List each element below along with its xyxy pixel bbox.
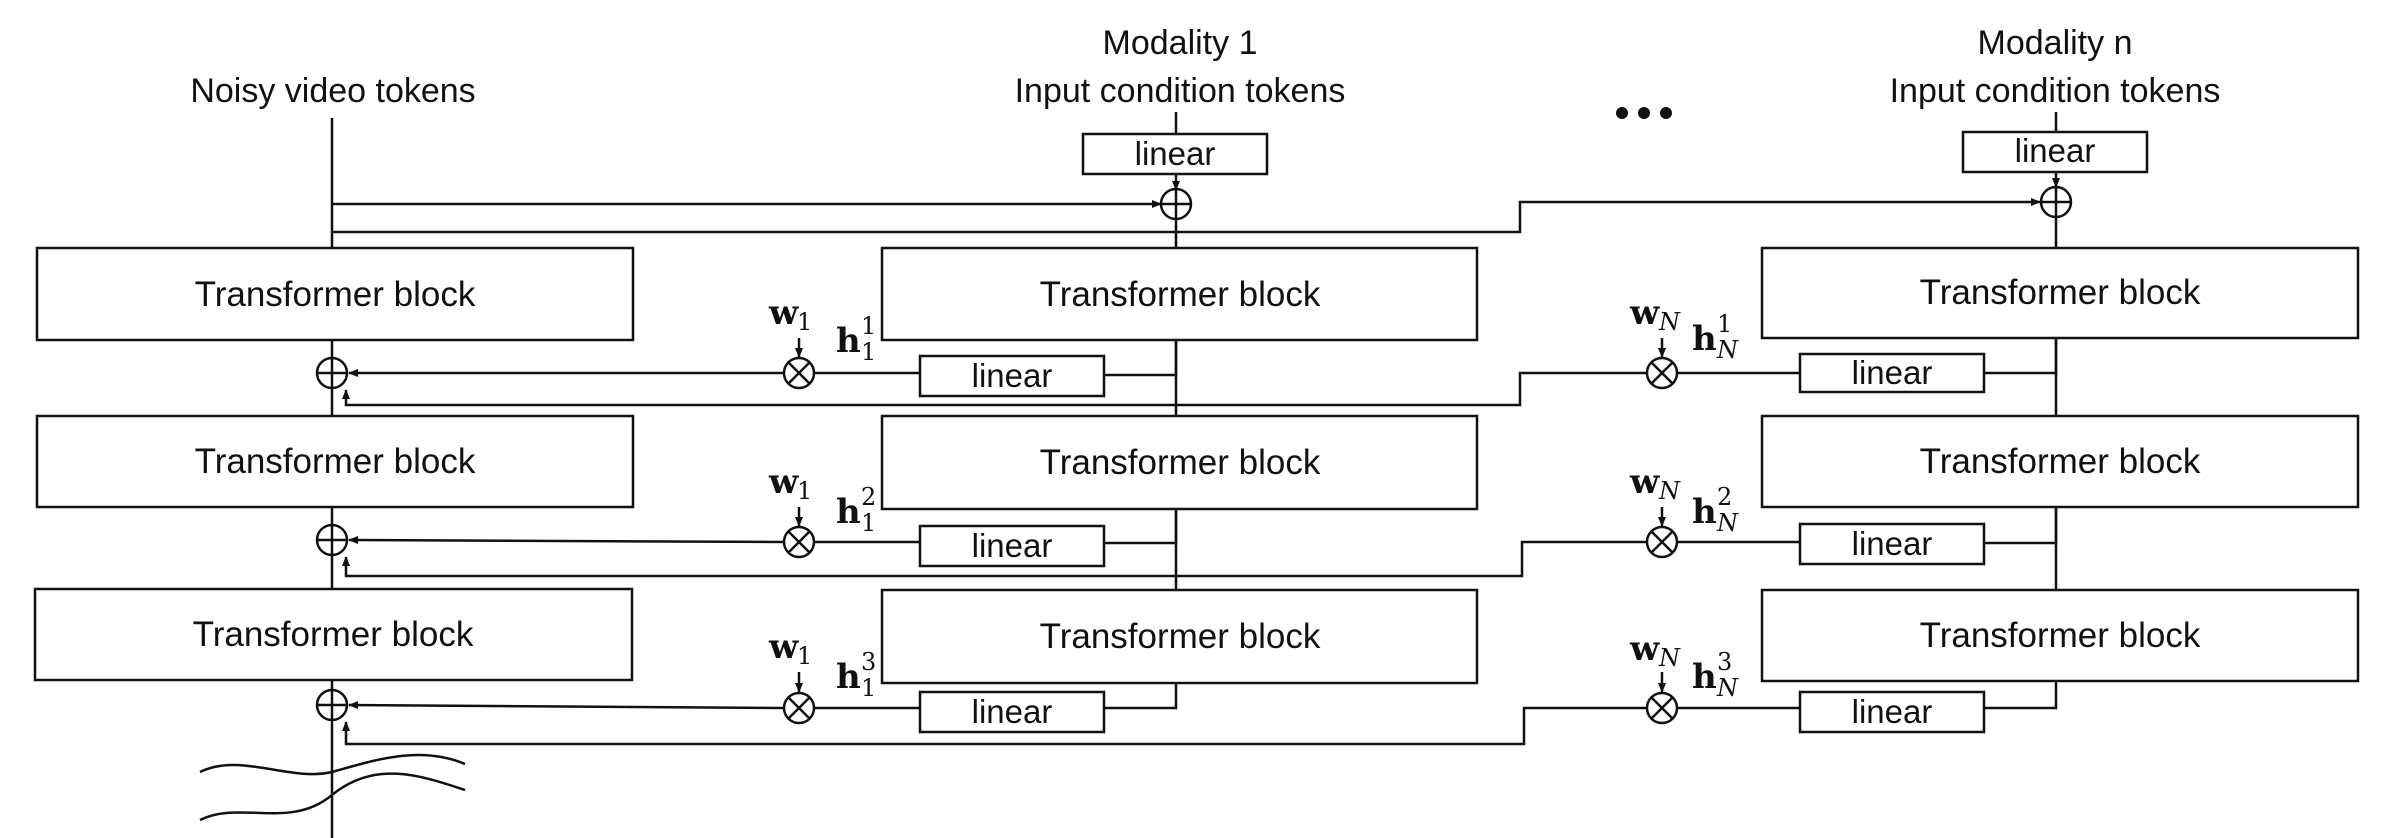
- svg-text:1: 1: [797, 308, 812, 336]
- svg-text:3: 3: [861, 648, 876, 676]
- svg-text:h: h: [836, 321, 861, 361]
- linear-label: linear: [1852, 354, 1933, 391]
- linear-label: linear: [972, 527, 1053, 564]
- linear-label: linear: [1852, 525, 1933, 562]
- transformer-block-label: Transformer block: [1040, 617, 1321, 656]
- modality-1-linear-level-1: linear: [918, 354, 1106, 398]
- modality-1-linear-level-2: linear: [918, 524, 1106, 568]
- svg-text:1: 1: [797, 642, 812, 670]
- svg-text:N: N: [1658, 644, 1681, 672]
- video-transformer-block-1: Transformer block: [35, 246, 635, 342]
- w-1-label-level-2: w 1: [768, 462, 812, 505]
- svg-text:2: 2: [861, 483, 876, 511]
- w-n-label-level-1: w N: [1629, 293, 1681, 336]
- w-1-label-level-3: w 1: [768, 627, 812, 670]
- modality-n-transformer-block-3: Transformer block: [1760, 588, 2360, 683]
- modality-1-transformer-block-2: Transformer block: [880, 414, 1479, 511]
- h-1-1-label: h 1 1: [836, 312, 876, 366]
- linear-label: linear: [1852, 693, 1933, 730]
- h-n-3-label: h 3 N: [1692, 648, 1739, 702]
- modality-1-input-adder: [1159, 187, 1193, 221]
- modality-1-input-linear: linear: [1081, 132, 1269, 176]
- svg-text:w: w: [768, 627, 799, 667]
- svg-text:N: N: [1658, 308, 1681, 336]
- transformer-block-label: Transformer block: [195, 442, 476, 481]
- transformer-block-label: Transformer block: [1920, 273, 2201, 312]
- continuation-break-symbol: [199, 753, 466, 822]
- w-n-label-level-3: w N: [1629, 629, 1681, 672]
- video-transformer-block-2: Transformer block: [35, 414, 635, 509]
- transformer-block-label: Transformer block: [193, 615, 474, 654]
- modality-n-transformer-block-1: Transformer block: [1760, 246, 2360, 340]
- svg-text:1: 1: [797, 477, 812, 505]
- transformer-block-label: Transformer block: [1040, 275, 1321, 314]
- modality-n-input-linear: linear: [1961, 130, 2149, 174]
- modality-n-subtitle: Input condition tokens: [1890, 72, 2221, 110]
- modality-n-multiply-level-2: [1645, 525, 1679, 559]
- svg-text:1: 1: [1717, 310, 1732, 338]
- svg-text:1: 1: [861, 674, 876, 702]
- modality-n-linear-level-3: linear: [1798, 690, 1986, 734]
- modality-1-linear-level-3: linear: [918, 690, 1106, 734]
- h-1-3-label: h 3 1: [836, 648, 876, 702]
- video-adder-level-2: [315, 523, 349, 557]
- svg-text:h: h: [1692, 492, 1717, 532]
- svg-text:w: w: [768, 462, 799, 502]
- svg-text:1: 1: [861, 338, 876, 366]
- svg-text:N: N: [1716, 674, 1739, 702]
- svg-text:N: N: [1658, 477, 1681, 505]
- svg-text:N: N: [1716, 336, 1739, 364]
- modality-1-multiply-level-1: [782, 356, 816, 390]
- video-transformer-block-3: Transformer block: [33, 587, 634, 682]
- svg-text:N: N: [1716, 509, 1739, 537]
- video-adder-level-3: [315, 688, 349, 722]
- svg-text:h: h: [1692, 657, 1717, 697]
- svg-text:h: h: [836, 657, 861, 697]
- svg-text:h: h: [1692, 319, 1717, 359]
- svg-text:w: w: [768, 293, 799, 333]
- transformer-block-label: Transformer block: [1040, 443, 1321, 482]
- svg-text:w: w: [1629, 293, 1660, 333]
- svg-text:w: w: [1629, 629, 1660, 669]
- modality-1-subtitle: Input condition tokens: [1015, 72, 1346, 110]
- noisy-video-tokens-label: Noisy video tokens: [190, 72, 475, 110]
- h-1-2-label: h 2 1: [836, 483, 876, 537]
- linear-label: linear: [2015, 132, 2096, 169]
- h-n-1-label: h 1 N: [1692, 310, 1739, 364]
- modality-n-title: Modality n: [1978, 24, 2133, 62]
- svg-text:w: w: [1629, 462, 1660, 502]
- transformer-block-label: Transformer block: [195, 275, 476, 314]
- modality-1-title: Modality 1: [1103, 24, 1258, 62]
- transformer-block-label: Transformer block: [1920, 616, 2201, 655]
- svg-text:h: h: [836, 492, 861, 532]
- modality-1-multiply-level-2: [782, 525, 816, 559]
- svg-text:1: 1: [861, 509, 876, 537]
- w-1-label-level-1: w 1: [768, 293, 812, 336]
- modality-n-linear-level-1: linear: [1798, 352, 1986, 394]
- svg-text:2: 2: [1717, 483, 1732, 511]
- modality-1-transformer-block-1: Transformer block: [880, 246, 1479, 342]
- modality-1-multiply-level-3: [782, 691, 816, 725]
- svg-text:3: 3: [1717, 648, 1732, 676]
- linear-label: linear: [972, 357, 1053, 394]
- ellipsis-dots: [1616, 107, 1672, 119]
- modality-n-multiply-level-1: [1645, 356, 1679, 390]
- modality-n-multiply-level-3: [1645, 691, 1679, 725]
- h-n-2-label: h 2 N: [1692, 483, 1739, 537]
- modality-1-transformer-block-3: Transformer block: [880, 588, 1479, 685]
- linear-label: linear: [972, 693, 1053, 730]
- modality-n-input-adder: [2039, 185, 2073, 219]
- video-adder-level-1: [315, 356, 349, 390]
- w-n-label-level-2: w N: [1629, 462, 1681, 505]
- modality-n-transformer-block-2: Transformer block: [1760, 414, 2360, 509]
- svg-text:1: 1: [861, 312, 876, 340]
- linear-label: linear: [1135, 135, 1216, 172]
- transformer-block-label: Transformer block: [1920, 442, 2201, 481]
- modality-n-linear-level-2: linear: [1798, 522, 1986, 566]
